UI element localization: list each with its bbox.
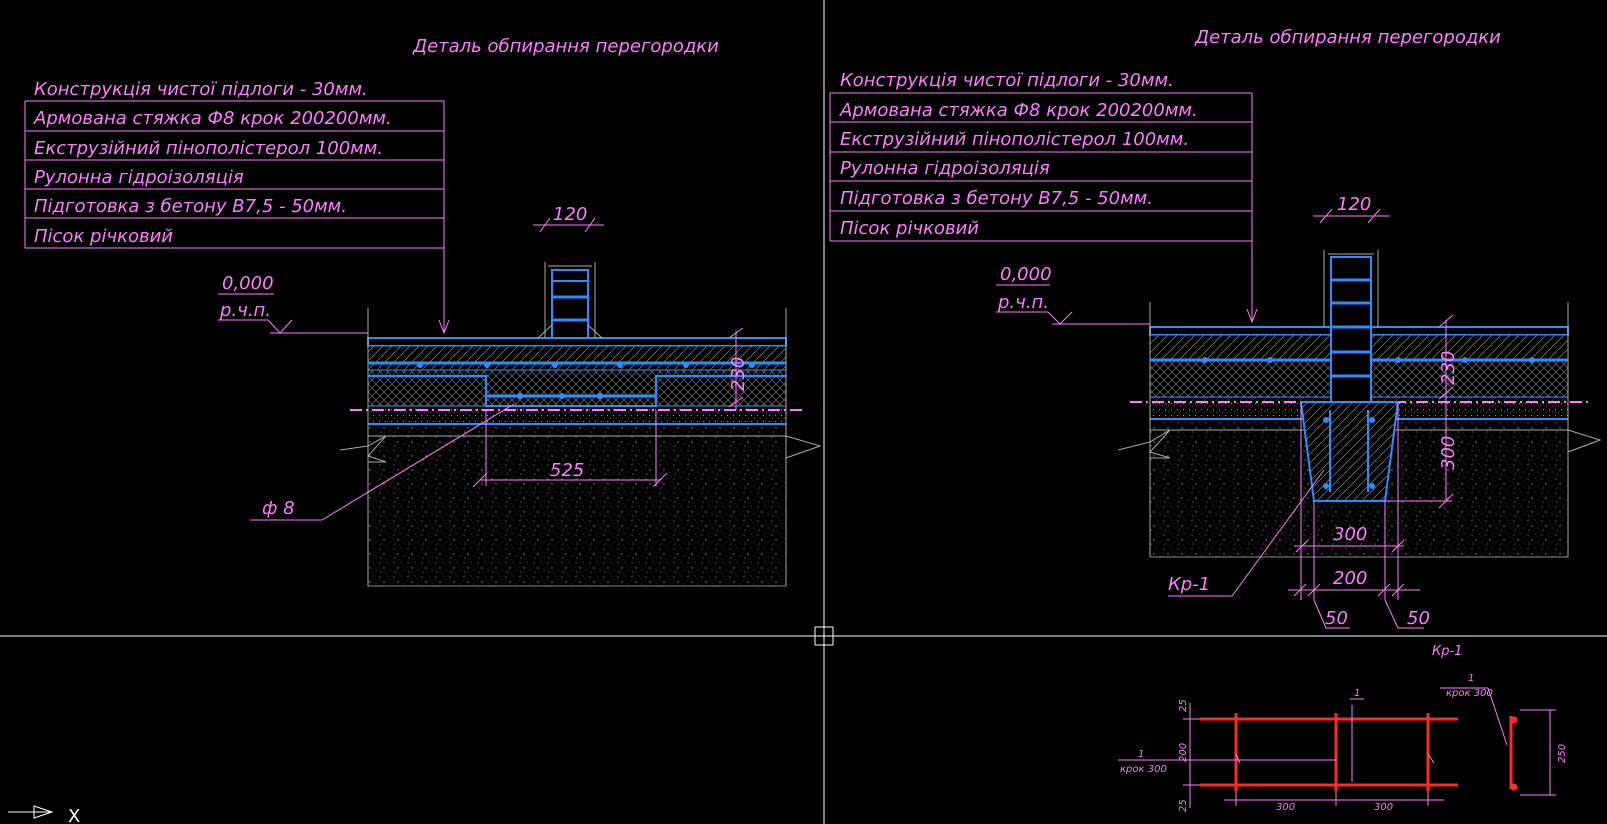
cage-title: Кр-1 <box>1432 644 1462 659</box>
ucs-icon: X <box>8 805 80 824</box>
right-elevation-label: р.ч.п. <box>997 292 1049 313</box>
right-elevation-mark: 0,000 р.ч.п. <box>996 264 1150 325</box>
left-layer-label-5: Підготовка з бетону В7,5 - 50мм. <box>34 196 347 217</box>
right-dim-depth: 300 <box>1438 436 1459 470</box>
pickbox-cursor[interactable] <box>814 626 834 646</box>
right-dim-top-width: 300 <box>1333 524 1367 545</box>
right-dim-height: 230 <box>1438 351 1459 385</box>
left-layer-label-1: Конструкція чистої підлоги - 30мм. <box>34 79 368 100</box>
cage-detail[interactable]: Кр-1 <box>1118 644 1568 813</box>
right-floor-section <box>1117 302 1602 558</box>
right-layer-label-5: Підготовка з бетону В7,5 - 50мм. <box>840 188 1153 209</box>
left-dim-width: 525 <box>550 460 584 481</box>
left-dim-height: 230 <box>728 357 749 391</box>
left-layer-label-4: Рулонна гідроізоляція <box>34 167 244 188</box>
right-layer-label-4: Рулонна гідроізоляція <box>840 158 1050 179</box>
left-detail[interactable]: Деталь обпирання перегородки Конструкція… <box>24 36 822 587</box>
right-detail-title: Деталь обпирання перегородки <box>1194 27 1501 48</box>
right-elevation-value: 0,000 <box>1000 264 1052 285</box>
right-layer-leader <box>829 92 1258 324</box>
right-frame-label: Кр-1 <box>1168 574 1210 595</box>
right-dimensions <box>1168 208 1454 629</box>
cage-bar-num-left: 1 <box>1138 749 1144 760</box>
cage-dim-25-top: 25 <box>1178 699 1189 712</box>
cage-rebar-lines <box>1200 713 1513 791</box>
left-dimensions <box>250 217 744 521</box>
cage-dim-200: 200 <box>1178 743 1189 762</box>
right-dim-offset-left: 50 <box>1325 608 1348 629</box>
right-layer-label-1: Конструкція чистої підлоги - 30мм. <box>840 70 1174 91</box>
right-detail[interactable]: Деталь обпирання перегородки Конструкція… <box>829 27 1602 629</box>
ucs-x-label: X <box>68 806 80 824</box>
left-layer-label-3: Екструзійний пінополістерол 100мм. <box>34 138 383 159</box>
left-partition-wall <box>537 262 603 339</box>
right-dim-bottom-width: 200 <box>1333 568 1367 589</box>
cage-bar-pitch-right: крок 300 <box>1446 688 1493 699</box>
cage-bar-num-top: 1 <box>1354 688 1360 699</box>
left-elevation-value: 0,000 <box>222 273 274 294</box>
cage-bar-num-right: 1 <box>1468 673 1474 684</box>
cage-dim-300-a: 300 <box>1276 802 1295 813</box>
right-partition-wall <box>1323 250 1379 403</box>
cage-dim-300-b: 300 <box>1374 802 1393 813</box>
left-detail-title: Деталь обпирання перегородки <box>412 36 719 57</box>
left-layer-leader <box>24 100 450 335</box>
left-elevation-mark: 0,000 р.ч.п. <box>218 273 368 334</box>
cage-dim-25-bottom: 25 <box>1178 799 1189 812</box>
right-layer-label-2: Армована стяжка Ф8 крок 200200мм. <box>839 100 1198 121</box>
left-rebar-label: ф 8 <box>262 498 295 519</box>
right-dim-wall: 120 <box>1337 194 1371 215</box>
left-layer-label-2: Армована стяжка Ф8 крок 200200мм. <box>33 108 392 129</box>
right-layer-label-6: Пісок річковий <box>840 218 979 239</box>
right-dim-offset-right: 50 <box>1407 608 1430 629</box>
cage-dimensions <box>1118 687 1556 808</box>
left-dim-wall: 120 <box>553 204 587 225</box>
right-layer-label-3: Екструзійний пінополістерол 100мм. <box>840 129 1189 150</box>
left-floor-section <box>339 308 822 587</box>
left-elevation-label: р.ч.п. <box>219 300 271 321</box>
cage-bar-pitch-left: крок 300 <box>1120 764 1167 775</box>
left-layer-label-6: Пісок річковий <box>34 226 173 247</box>
cage-dim-250: 250 <box>1557 744 1568 763</box>
